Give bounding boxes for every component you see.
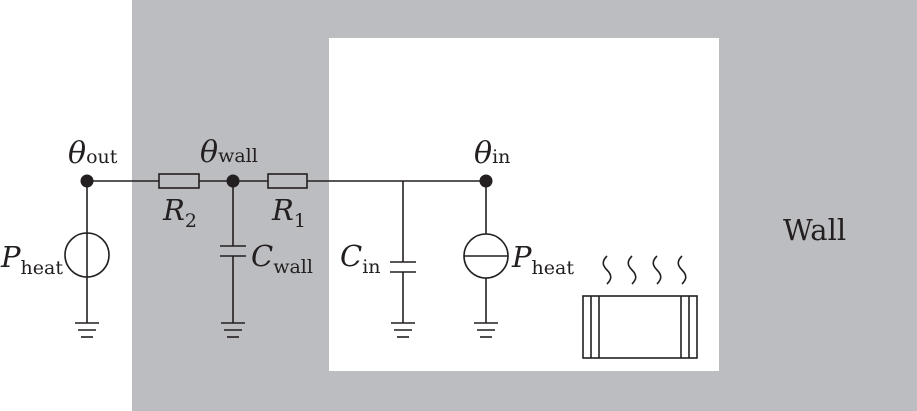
label-p-heat-out: Pheat bbox=[0, 240, 63, 279]
label-theta-wall: θwall bbox=[200, 135, 258, 170]
room-region bbox=[329, 38, 719, 371]
label-c-wall: Cwall bbox=[251, 239, 313, 278]
label-c-in: Cin bbox=[340, 239, 381, 278]
heater-icon bbox=[582, 295, 698, 359]
label-p-heat-in: Pheat bbox=[511, 240, 574, 279]
ground-symbol-cin bbox=[391, 322, 415, 338]
label-wall: Wall bbox=[783, 213, 846, 247]
ground-symbol-wall bbox=[221, 322, 245, 338]
label-r1: R1 bbox=[271, 193, 306, 232]
label-theta-in: θin bbox=[474, 136, 510, 171]
resistor-r2 bbox=[158, 173, 200, 189]
heat-waves-icon bbox=[602, 255, 687, 285]
label-r2: R2 bbox=[162, 193, 197, 232]
ground-symbol-in bbox=[474, 322, 498, 338]
resistor-r1 bbox=[267, 173, 308, 189]
label-theta-out: θout bbox=[68, 136, 118, 171]
ground-symbol-out bbox=[75, 322, 99, 338]
